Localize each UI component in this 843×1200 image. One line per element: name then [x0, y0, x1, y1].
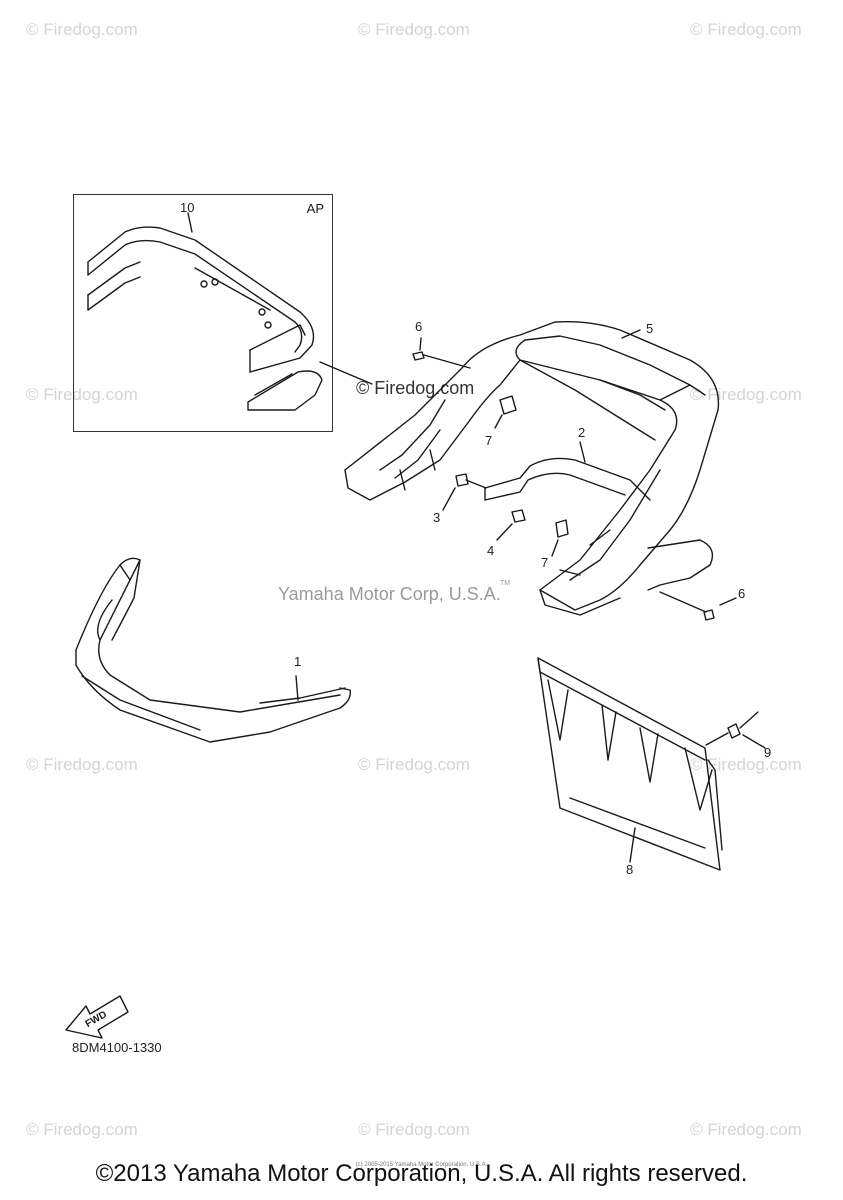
callout-6-lower: 6: [738, 586, 746, 601]
inset-watermark: © Firedog.com: [356, 378, 475, 398]
fwd-arrow-text: FWD: [84, 1009, 109, 1030]
callout-10: 10: [180, 200, 195, 215]
watermark: © Firedog.com: [26, 20, 138, 39]
part-code: 8DM4100-1330: [72, 1040, 162, 1055]
watermark: © Firedog.com: [26, 385, 138, 404]
callout-7-lower: 7: [541, 555, 549, 570]
inset-box: AP: [73, 194, 333, 432]
watermark: © Firedog.com: [358, 755, 470, 774]
callout-7-upper: 7: [485, 433, 493, 448]
part-10-rear-bumper-ap: [87, 212, 323, 411]
callout-2: 2: [578, 425, 586, 440]
watermark: © Firedog.com: [690, 20, 802, 39]
inset-label: AP: [306, 201, 324, 216]
callout-8: 8: [626, 862, 634, 877]
callout-6-upper: 6: [415, 319, 423, 334]
part-4-nut: [496, 509, 526, 541]
watermark: © Firedog.com: [358, 20, 470, 39]
watermark: © Firedog.com: [26, 1120, 138, 1139]
center-watermark: Yamaha Motor Corp, U.S.A.: [278, 584, 501, 604]
part-9-rivet: [705, 711, 766, 749]
part-8-flap: [537, 657, 723, 871]
watermark: © Firedog.com: [690, 1120, 802, 1139]
part-3-bolt: [442, 473, 487, 511]
callout-5: 5: [646, 321, 654, 336]
watermark: © Firedog.com: [358, 1120, 470, 1139]
callout-9: 9: [764, 745, 772, 760]
part-7-clip-lower: [551, 519, 569, 557]
footer-small-copyright: (c) 2005-2015 Yamaha Motor Corporation, …: [355, 1162, 488, 1168]
footer-copyright: ©2013 Yamaha Motor Corporation, U.S.A. A…: [95, 1160, 748, 1187]
part-5-rear-handle: [344, 321, 720, 616]
part-6-bolt-lower: [659, 591, 737, 621]
part-1-front-bumper: [75, 557, 351, 743]
trademark-mark: TM: [500, 580, 511, 587]
callout-3: 3: [433, 510, 441, 525]
watermark: © Firedog.com: [690, 755, 802, 774]
part-7-clip-upper: [494, 395, 517, 429]
callout-4: 4: [487, 543, 495, 558]
watermark: © Firedog.com: [26, 755, 138, 774]
callout-1: 1: [294, 654, 302, 669]
part-2-brace: [484, 441, 714, 591]
part-6-bolt-upper: [412, 337, 471, 369]
fwd-arrow-icon: [65, 995, 129, 1039]
